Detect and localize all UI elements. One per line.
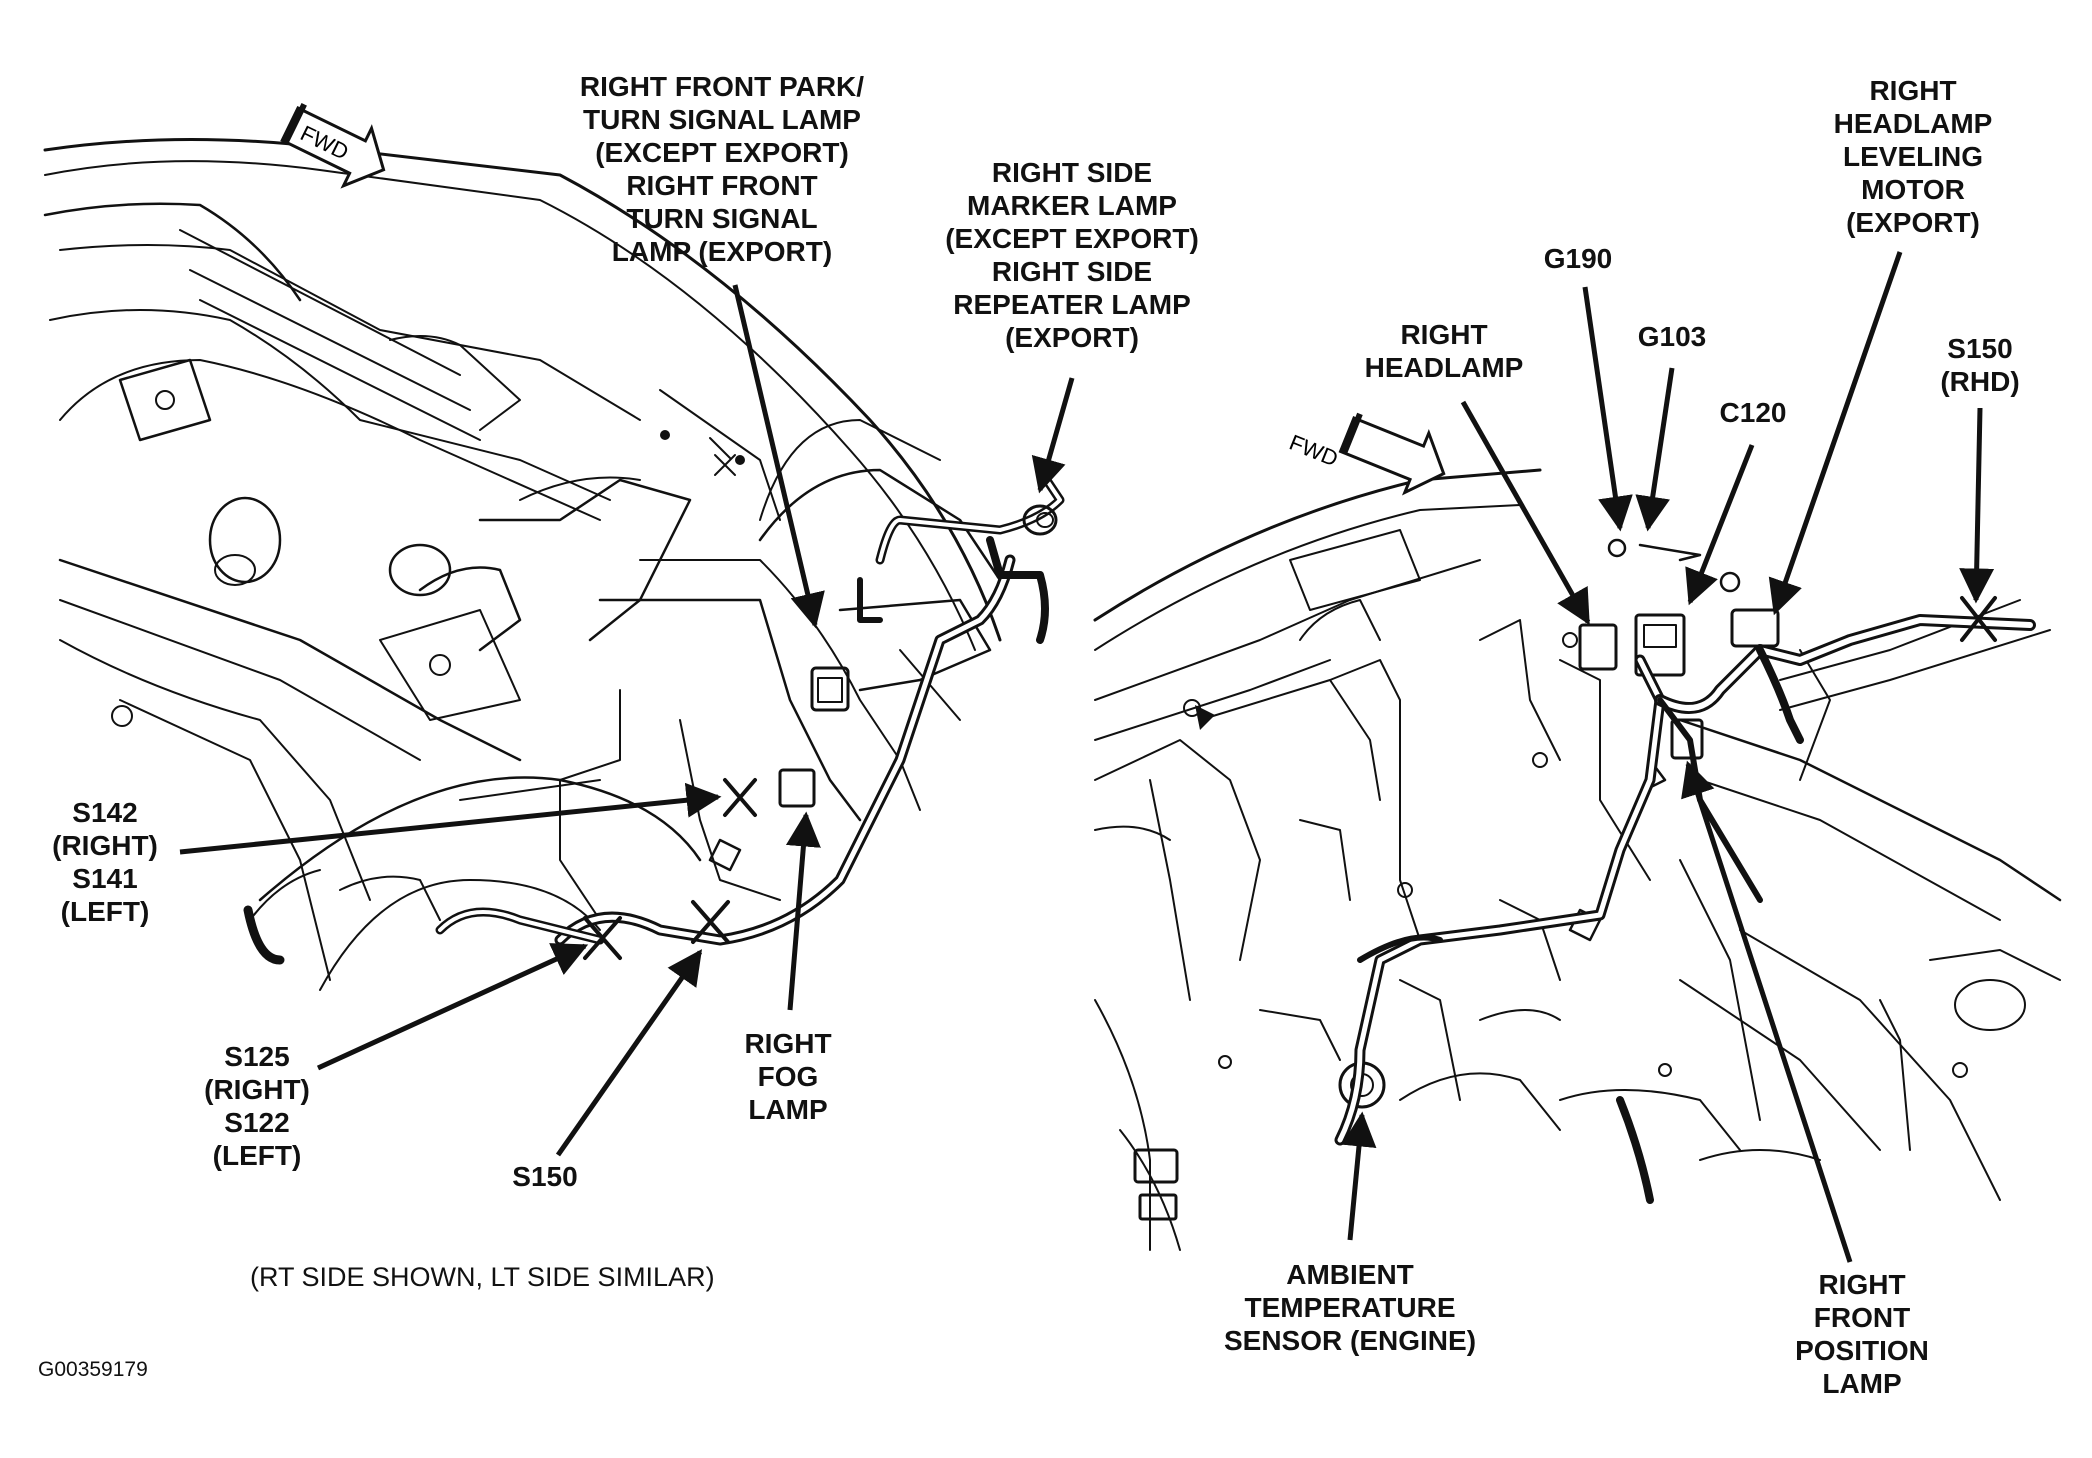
label-position-lamp: RIGHT FRONT POSITION LAMP: [1795, 1269, 1929, 1399]
figure-id: G00359179: [38, 1358, 148, 1381]
label-fog-lamp: RIGHT FOG LAMP: [744, 1028, 832, 1125]
label-park-turn-lamp: RIGHT FRONT PARK/ TURN SIGNAL LAMP (EXCE…: [579, 71, 865, 267]
label-s150-rhd: S150 (RHD): [1940, 333, 2020, 397]
label-ambient-sensor: AMBIENT TEMPERATURE SENSOR (ENGINE): [1223, 1259, 1477, 1356]
right-view-drawing: [1093, 468, 2062, 1251]
forward-arrow-icon: FWD: [280, 103, 386, 189]
side-note: (RT SIDE SHOWN, LT SIDE SIMILAR): [250, 1262, 715, 1292]
label-s142-s141: S142 (RIGHT) S141 (LEFT): [52, 797, 158, 927]
splice-x-icon: [583, 916, 622, 960]
right-leader-lines: [1341, 251, 1995, 1263]
label-g103: G103: [1637, 321, 1707, 352]
label-s150: S150: [512, 1161, 578, 1192]
label-g190: G190: [1543, 243, 1613, 274]
label-s125-s122: S125 (RIGHT) S122 (LEFT): [204, 1041, 310, 1171]
splice-x-icon: [1960, 596, 1997, 642]
left-view-drawing: [43, 137, 1065, 991]
left-splice-markers: [583, 778, 757, 960]
splice-x-icon: [691, 900, 730, 944]
forward-arrow-icon: [1338, 412, 1446, 496]
label-side-marker-lamp: RIGHT SIDE MARKER LAMP (EXCEPT EXPORT) R…: [945, 157, 1199, 353]
label-right-headlamp: RIGHT HEADLAMP: [1364, 319, 1524, 383]
label-leveling-motor: RIGHT HEADLAMP LEVELING MOTOR (EXPORT): [1833, 75, 1993, 238]
forward-label: FWD: [1286, 430, 1342, 472]
splice-x-icon: [723, 778, 757, 817]
left-leader-lines: [179, 284, 1075, 1157]
label-c120: C120: [1719, 397, 1787, 428]
